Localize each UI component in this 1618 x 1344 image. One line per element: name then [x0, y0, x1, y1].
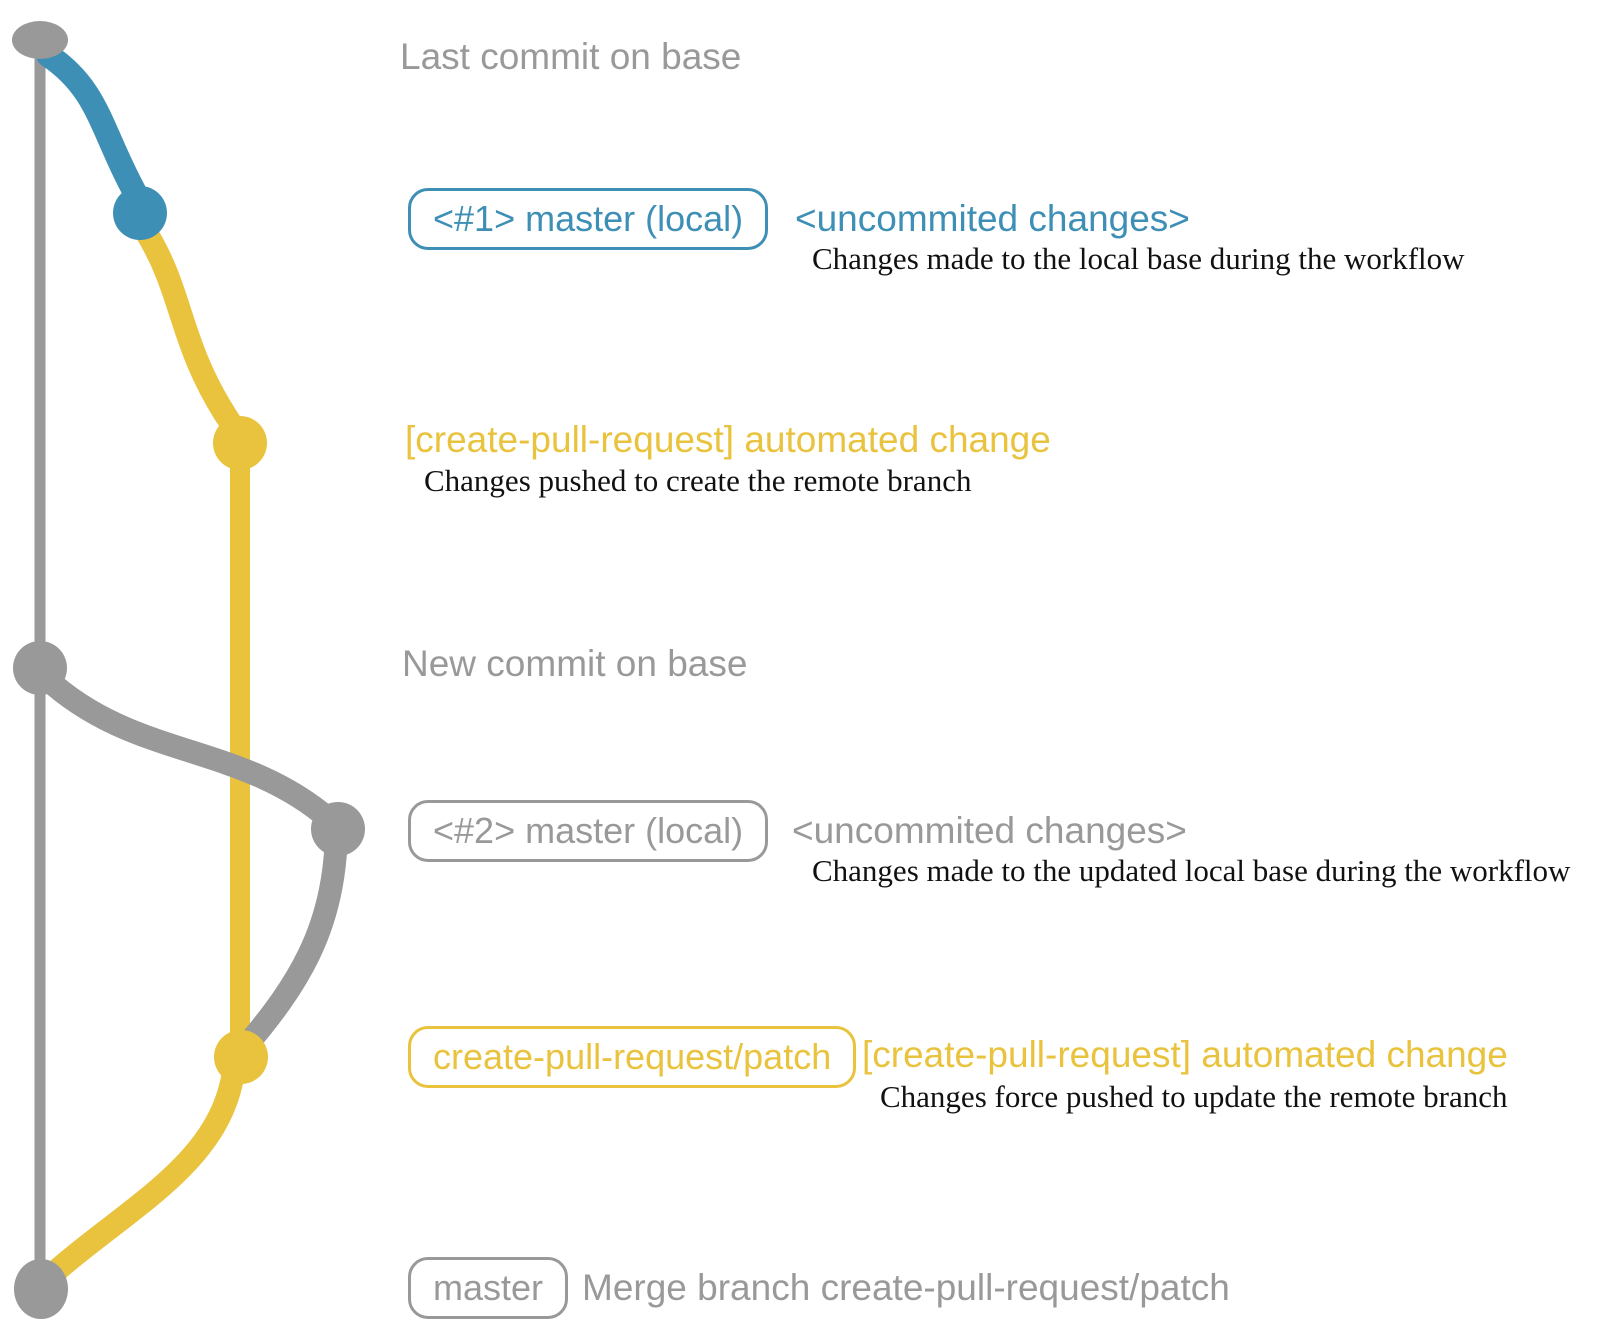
last-commit-on-base-label: Last commit on base	[400, 36, 742, 77]
description-pushed-remote: Changes pushed to create the remote bran…	[424, 463, 972, 498]
uncommitted-changes-label-2: <uncommited changes>	[792, 810, 1187, 851]
branch-tag-master-local-1: <#1> master (local)	[408, 188, 769, 250]
merge-commit-message: Merge branch create-pull-request/patch	[582, 1267, 1230, 1308]
commit-node-automated-change-1	[213, 416, 267, 470]
commit-node-new-base	[13, 641, 67, 695]
branch-tag-create-pull-request-patch: create-pull-request/patch	[408, 1026, 857, 1088]
rebase-branch-line	[34, 666, 342, 832]
automated-change-label-1: [create-pull-request] automated change	[405, 419, 1051, 460]
commit-node-local-change-2	[311, 802, 365, 856]
uncommitted-changes-label-1: <uncommited changes>	[795, 198, 1190, 239]
commit-node-automated-change-2	[214, 1030, 268, 1084]
commit-node-local-change-1	[113, 186, 167, 240]
description-force-pushed: Changes force pushed to update the remot…	[880, 1079, 1508, 1114]
branch-tag-master: master	[408, 1257, 569, 1319]
git-graph	[12, 21, 365, 1319]
commit-node-last-base	[12, 21, 68, 59]
automated-change-branch-line	[134, 220, 244, 437]
local-change-branch-line	[36, 43, 150, 210]
description-local-change-1: Changes made to the local base during th…	[812, 241, 1465, 276]
branch-tag-master-local-2: <#2> master (local)	[408, 800, 769, 862]
new-commit-on-base-label: New commit on base	[402, 643, 748, 684]
commit-node-merge	[14, 1259, 68, 1319]
description-local-change-2: Changes made to the updated local base d…	[812, 853, 1571, 888]
merge-branch-line	[34, 1056, 246, 1292]
rebase-to-patch-line	[234, 832, 348, 1058]
automated-change-label-2: [create-pull-request] automated change	[862, 1034, 1508, 1075]
